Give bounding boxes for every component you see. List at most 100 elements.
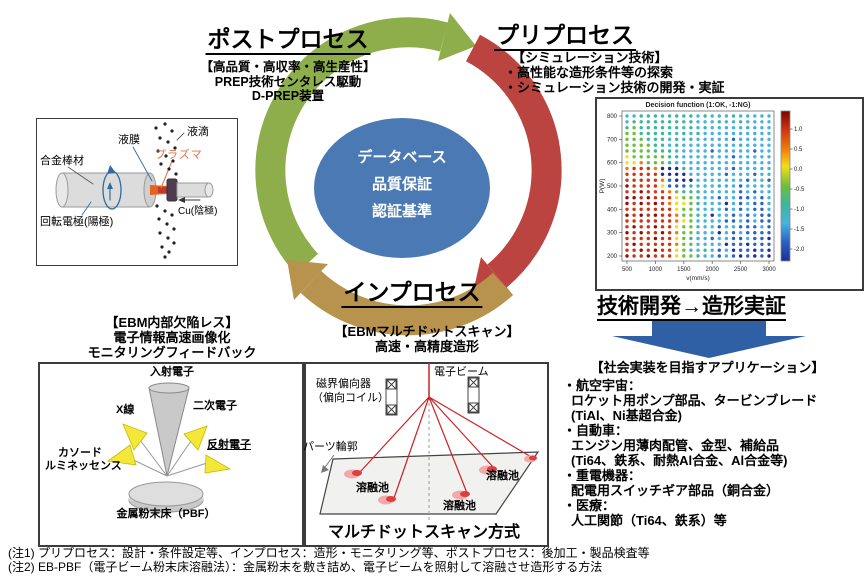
svg-text:P(W): P(W) [599, 179, 606, 194]
application-line: ・重電機器： [563, 468, 642, 483]
footnote-line: (注2) EB-PBF（電子ビーム粉末床溶融法）：金属粉末を敷き詰め、電子ビーム… [8, 560, 603, 574]
multidot-scan-box [302, 362, 549, 547]
deflector-coils [385, 376, 480, 416]
cathodoluminescence-label: カソード [58, 447, 102, 459]
colorbar [780, 110, 791, 262]
ebm-defect-free-notes: 【EBM内部欠陥レス】 電子情報高速画像化 モニタリングフィードバック [88, 315, 257, 360]
incident-electron-label: 入射電子 [150, 366, 194, 378]
post-note-line: 【高品質・高収率・高生産性】 [200, 60, 376, 74]
footnote-line: (注1) プリプロセス：設計・条件設定等、インプロセス：造形・モニタリング等、ポ… [8, 546, 650, 560]
pre-note-line: ・シミュレーション技術の開発・実証 [504, 80, 725, 95]
droplet-label: 液滴 [187, 126, 209, 138]
footnotes: (注1) プリプロセス：設計・条件設定等、インプロセス：造形・モニタリング等、ポ… [8, 546, 650, 574]
multidot-caption: マルチドットスキャン方式 [327, 524, 521, 541]
post-process-title: ポストプロセス [205, 26, 371, 55]
applications-list: ・航空宇宙： ロケット用ポンプ部品、タービンブレード (TiAl、Ni基超合金)… [563, 378, 817, 528]
ebm-note-line: 電子情報高速画像化 [113, 330, 231, 345]
svg-text:2500: 2500 [734, 267, 748, 273]
svg-text:500: 500 [622, 267, 633, 273]
svg-text:600: 600 [607, 161, 618, 167]
application-line: (Ti64、鉄系、耐熱Al合金、Al合金等) [571, 453, 788, 468]
svg-text:-1.5: -1.5 [794, 227, 805, 233]
melt-pools [344, 455, 537, 505]
in-process-notes: 【EBMマルチドットスキャン】 高速・高精度造形 [335, 324, 520, 354]
pre-note-line: ・高性能な造形条件等の探索 [504, 65, 674, 80]
svg-text:v(mm/s): v(mm/s) [686, 275, 709, 282]
melt-pool-label: 溶融池 [356, 482, 389, 494]
cathodoluminescence-arrow [106, 444, 137, 466]
svg-text:0.0: 0.0 [794, 167, 803, 173]
green-cycle-arrowhead [438, 13, 476, 61]
pre-process-notes: 【シミュレーション技術】 ・高性能な造形条件等の探索 ・シミュレーション技術の開… [504, 50, 724, 95]
green-cycle-arrow [255, 17, 448, 275]
secondary-electron-label: 二次電子 [193, 400, 237, 412]
in-note-line: 【EBMマルチドットスキャン】 [334, 324, 520, 339]
application-line: ・医療： [563, 498, 616, 513]
svg-text:1000: 1000 [649, 267, 663, 273]
post-process-notes: 【高品質・高収率・高生産性】 PREP技術センタレス駆動 D-PREP装置 [200, 60, 375, 104]
ebm-note-line: モニタリングフィードバック [87, 345, 257, 360]
cathodoluminescence-label: ルミネッセンス [45, 460, 122, 472]
center-line: 品質保証 [371, 176, 433, 193]
application-line: 配電用スイッチギア部品（銅合金） [571, 483, 780, 498]
xray-arrow [122, 423, 148, 451]
center-database-text: データベース 品質保証 認証基準 [357, 144, 446, 225]
cu-electrode [176, 182, 210, 198]
melt-pool-label: 溶融池 [486, 470, 519, 482]
center-line: データベース [357, 149, 447, 166]
svg-text:300: 300 [607, 231, 618, 237]
electrode-holder [166, 178, 178, 202]
deflector-label: （偏向コイル） [312, 392, 389, 404]
gold-cycle-arrow [300, 270, 514, 336]
down-block-arrow [612, 320, 806, 358]
rotating-anode-label: 回転電極(陽極) [40, 216, 114, 228]
post-note-line: D-PREP装置 [251, 89, 325, 103]
svg-text:-2.0: -2.0 [794, 247, 805, 253]
backscatter-electron-arrow [204, 454, 232, 474]
deflector-label: 磁界偏向器 [316, 378, 371, 390]
svg-text:700: 700 [607, 137, 618, 143]
svg-text:200: 200 [607, 254, 618, 260]
post-process-heading: ポストプロセス [205, 20, 371, 55]
alloy-rod-label: 合金棒材 [40, 155, 84, 167]
application-line: (TiAl、Ni基超合金) [571, 408, 682, 423]
pre-process-title: プリプロセス [494, 22, 636, 51]
tech-dev-title: 技術開発→造形実証 [597, 295, 786, 321]
pre-process-heading: プリプロセス [494, 16, 636, 51]
xray-label: X線 [116, 404, 135, 416]
svg-text:500: 500 [607, 184, 618, 190]
svg-text:0.5: 0.5 [794, 147, 803, 153]
tech-dev-heading: 技術開発→造形実証 [597, 290, 786, 321]
gold-cycle-arrowhead [287, 260, 328, 300]
pre-note-line: 【シミュレーション技術】 [512, 50, 668, 65]
decision-chart-box [595, 97, 864, 291]
svg-text:-0.5: -0.5 [794, 187, 805, 193]
electron-signal-box [38, 362, 306, 547]
center-database-ellipse [314, 118, 490, 258]
plasma-label: プラズマ [155, 149, 203, 161]
svg-text:Decision function (1:OK, -1:NG: Decision function (1:OK, -1:NG) [646, 102, 751, 109]
electron-signal-sketch [106, 382, 232, 513]
svg-text:2000: 2000 [706, 267, 720, 273]
svg-text:400: 400 [607, 207, 618, 213]
application-line: 人工関節（Ti64、鉄系）等 [571, 513, 727, 528]
chart-dot-grid [625, 114, 771, 258]
prep-device-sketch [55, 122, 214, 259]
part-contour-label: パーツ輪郭 [303, 441, 358, 453]
cu-cathode-label: Cu(陰極) [178, 206, 218, 217]
application-line: ・自動車： [563, 423, 629, 438]
red-cycle-arrow [465, 34, 562, 288]
svg-text:1500: 1500 [677, 267, 691, 273]
application-line: ロケット用ポンプ部品、タービンブレード [571, 393, 818, 408]
application-line: ・航空宇宙： [563, 378, 642, 393]
melt-pool-label: 溶融池 [443, 500, 476, 512]
multidot-scan-sketch [319, 363, 540, 520]
svg-text:1.0: 1.0 [794, 127, 803, 133]
beam-cone [148, 382, 190, 394]
electron-beam-label: 電子ビーム [434, 366, 489, 378]
ebm-note-line: 【EBM内部欠陥レス】 [105, 315, 239, 330]
in-note-line: 高速・高精度造形 [374, 339, 480, 354]
droplets [154, 122, 178, 259]
